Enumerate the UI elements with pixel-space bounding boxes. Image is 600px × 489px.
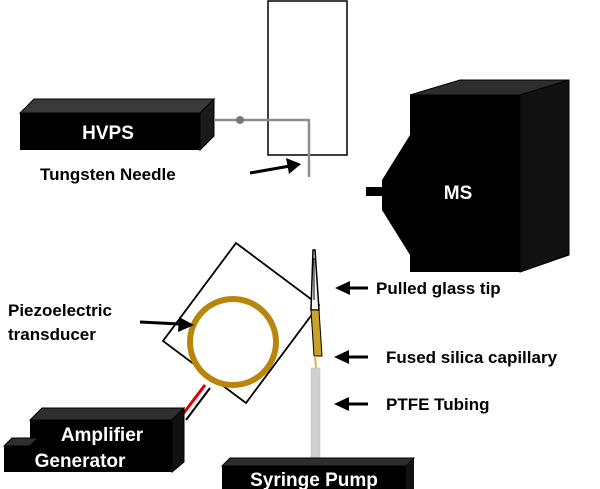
ptfe-tubing-arrow: [334, 397, 368, 411]
pulled-glass-tip: [310, 249, 320, 311]
needle-holder-frame: [267, 0, 348, 156]
hvps-block: HVPS: [18, 97, 216, 152]
pulled-glass-tip-arrow: [335, 281, 368, 295]
hv-wire: [214, 116, 311, 177]
piezoelectric-arrow: [139, 317, 194, 332]
piezoelectric-label-line1: Piezoelectric: [8, 301, 112, 320]
amplifier-label: Amplifier: [61, 425, 144, 446]
transducer-frame: [161, 241, 321, 405]
fused-silica-capillary-label: Fused silica capillary: [386, 348, 558, 367]
ms-label: MS: [444, 183, 473, 204]
ms-inlet: [366, 187, 386, 196]
ms-block: MS: [366, 79, 570, 273]
capillary-joint: [314, 355, 317, 369]
fused-silica-capillary: [310, 309, 323, 357]
piezoelectric-label-line2: transducer: [8, 325, 96, 344]
tungsten-needle-label: Tungsten Needle: [40, 165, 176, 184]
syringe-pump-block: Syringe Pump: [220, 457, 416, 489]
generator-label: Generator: [35, 451, 126, 472]
syringe-pump-label: Syringe Pump: [250, 470, 378, 489]
ptfe-tubing-label: PTFE Tubing: [386, 395, 490, 414]
amplifier-generator-block: Amplifier Generator: [2, 406, 186, 474]
ptfe-tubing: [310, 367, 321, 461]
tungsten-needle-arrow: [249, 158, 301, 175]
lead-wire-dark: [185, 387, 211, 421]
hvps-label: HVPS: [82, 123, 134, 144]
pulled-glass-tip-label: Pulled glass tip: [376, 279, 501, 298]
fused-silica-capillary-arrow: [334, 350, 368, 364]
piezoelectric-ring: [187, 296, 279, 388]
